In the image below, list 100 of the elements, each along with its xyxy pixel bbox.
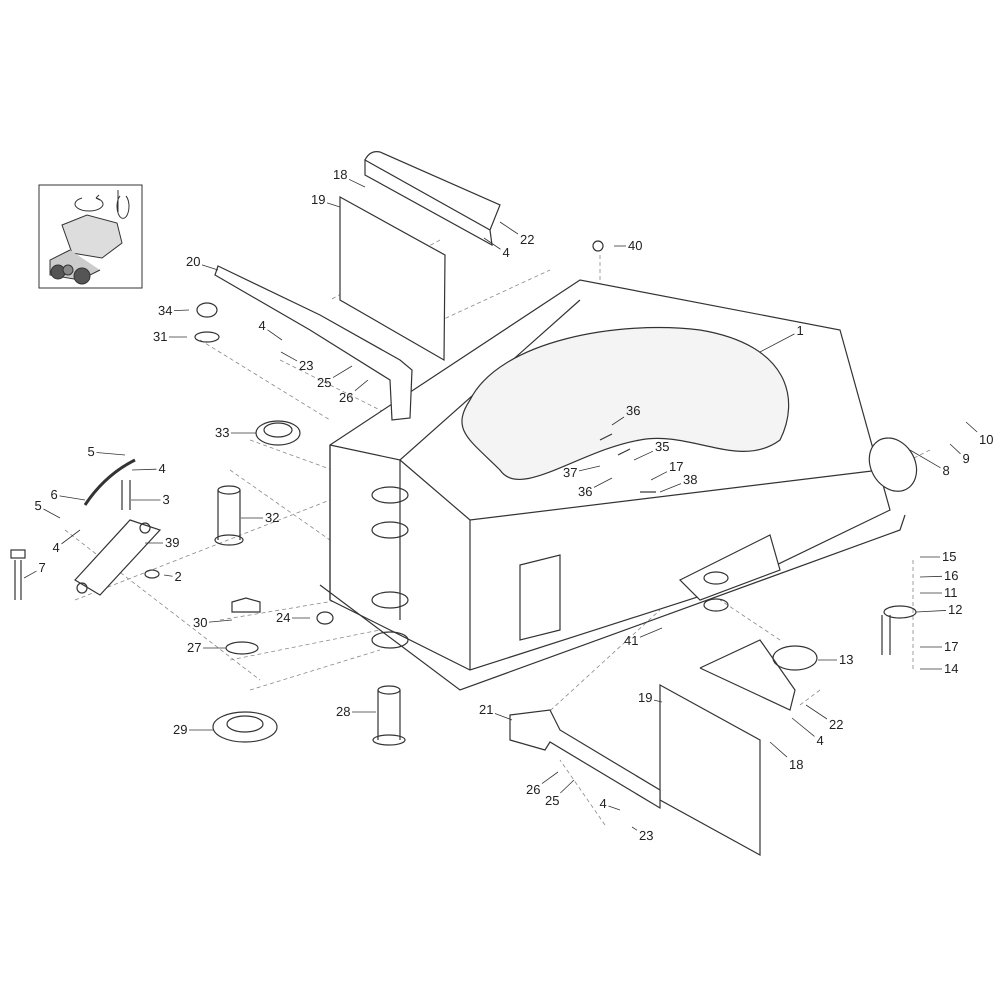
leader-line — [96, 452, 126, 456]
leader-line — [59, 495, 86, 500]
callout-number: 22 — [519, 233, 536, 247]
callout-number: 26 — [525, 783, 542, 797]
callout-number: 17 — [668, 460, 684, 474]
callout-number: 25 — [316, 376, 332, 390]
leader-line — [634, 450, 654, 460]
callout-number: 9 — [962, 452, 971, 466]
callout-number: 29 — [172, 723, 188, 737]
callout-number: 1 — [796, 324, 805, 338]
leader-line — [560, 780, 574, 794]
callout-number: 10 — [978, 433, 994, 447]
callout-number: 28 — [335, 705, 352, 719]
callout-number: 36 — [577, 485, 594, 499]
leader-line — [164, 574, 173, 577]
callout-number: 17 — [943, 640, 960, 654]
callout-number: 2 — [174, 570, 183, 584]
callout-number: 27 — [186, 641, 202, 655]
callout-number: 4 — [258, 319, 267, 333]
callout-number: 13 — [838, 653, 854, 667]
leader-line — [920, 668, 942, 670]
leader-line — [770, 742, 788, 758]
callout-number: 16 — [943, 569, 960, 583]
callout-number: 22 — [828, 718, 844, 732]
callout-number: 18 — [788, 758, 804, 772]
leader-line — [792, 718, 815, 737]
leader-line — [950, 444, 961, 454]
leader-line — [144, 542, 164, 544]
callout-number: 7 — [38, 561, 47, 575]
callout-number: 36 — [625, 404, 642, 418]
leader-line — [202, 264, 218, 270]
callout-number: 25 — [544, 794, 560, 808]
leader-line — [500, 222, 518, 234]
callout-number: 8 — [942, 464, 951, 478]
leader-line — [916, 610, 946, 612]
callout-number: 4 — [502, 246, 511, 260]
leader-line — [43, 508, 60, 518]
callout-number: 30 — [192, 616, 208, 630]
leader-line — [654, 700, 662, 702]
leader-line — [168, 336, 188, 338]
leader-line — [608, 806, 620, 810]
leader-line — [230, 432, 256, 434]
leader-line — [24, 570, 37, 578]
callout-number: 23 — [638, 829, 654, 843]
leader-line — [494, 713, 512, 720]
callout-number: 15 — [941, 550, 958, 564]
callout-number: 32 — [264, 511, 280, 525]
leader-line — [208, 620, 232, 623]
leader-line — [632, 826, 638, 831]
callout-number: 19 — [637, 691, 654, 705]
leader-line — [326, 202, 340, 208]
callout-number: 4 — [158, 462, 167, 476]
callout-number: 20 — [185, 255, 202, 269]
callout-number: 24 — [275, 611, 292, 625]
callout-number: 14 — [943, 662, 960, 676]
leader-line — [920, 646, 942, 648]
callout-number: 4 — [598, 797, 608, 811]
callout-number: 21 — [478, 703, 494, 717]
leader-line — [650, 471, 668, 480]
callout-number: 35 — [654, 440, 670, 454]
leader-line — [640, 628, 662, 638]
callout-number: 23 — [298, 359, 314, 373]
leader-line — [660, 483, 682, 492]
callout-number: 4 — [52, 541, 61, 555]
callout-number: 5 — [86, 445, 96, 459]
leader-line — [594, 478, 612, 488]
leader-line — [348, 178, 366, 188]
callout-number: 31 — [152, 330, 168, 344]
leader-line — [910, 450, 941, 468]
callout-number: 37 — [562, 466, 578, 480]
leader-line — [760, 334, 795, 352]
leader-line — [332, 366, 352, 378]
leader-line — [806, 704, 828, 720]
leader-line — [542, 772, 558, 784]
callout-number: 33 — [214, 426, 230, 440]
leader-line — [920, 556, 940, 558]
callout-number: 19 — [310, 193, 326, 207]
leader-line — [354, 380, 368, 392]
leader-line — [484, 238, 501, 250]
callout-number: 40 — [627, 239, 644, 253]
callout-number: 6 — [50, 488, 59, 502]
callout-number: 5 — [34, 499, 43, 513]
leader-line — [920, 576, 942, 578]
callout-number: 3 — [162, 493, 171, 507]
callout-number: 39 — [164, 536, 180, 550]
callout-number: 12 — [947, 603, 964, 617]
callout-number: 4 — [816, 734, 825, 748]
leader-line — [267, 329, 282, 340]
callout-number: 11 — [943, 586, 958, 600]
leader-line — [61, 530, 80, 544]
callout-number: 26 — [338, 391, 354, 405]
leader-line — [920, 592, 942, 594]
leader-line — [966, 422, 978, 432]
callout-number: 18 — [332, 168, 348, 182]
callout-number: 34 — [157, 304, 174, 318]
leader-line — [280, 352, 298, 362]
leader-line — [174, 310, 190, 312]
callout-number: 38 — [682, 473, 698, 487]
leader-line — [578, 466, 600, 472]
leader-line — [132, 468, 157, 470]
